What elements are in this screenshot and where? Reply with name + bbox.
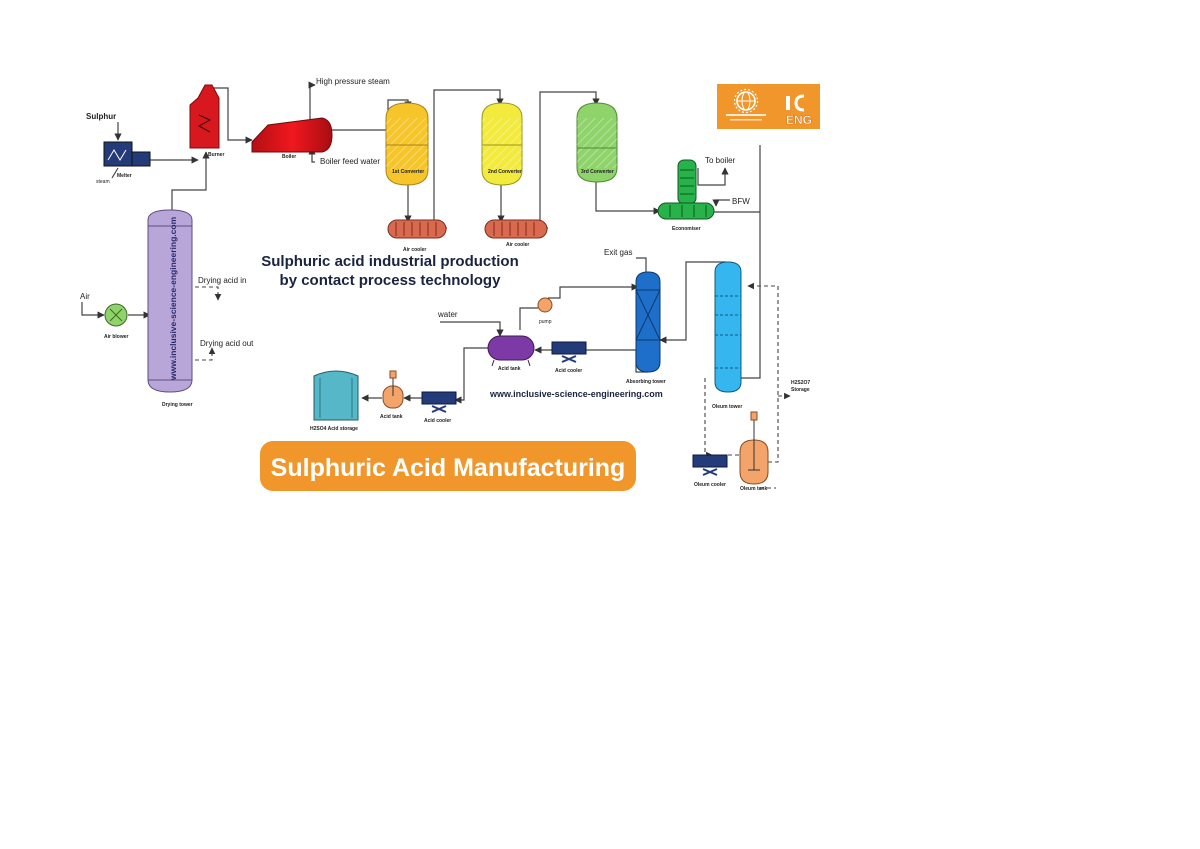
brand-logo: ENG <box>717 84 820 129</box>
label-converter-2: 2nd Converter <box>488 169 522 175</box>
label-sulphur: Sulphur <box>86 112 116 121</box>
air-cooler-2 <box>484 219 548 239</box>
air-blower <box>104 303 128 327</box>
label-burner: Burner <box>208 152 224 158</box>
absorbing-tower <box>635 271 661 373</box>
air-cooler-1 <box>387 219 447 239</box>
label-acid-tank-low: Acid tank <box>380 414 403 420</box>
label-to-boiler: To boiler <box>705 156 736 165</box>
melter <box>103 141 151 167</box>
label-acid-cooler-mid: Acid cooler <box>555 368 582 374</box>
economiser <box>657 159 715 220</box>
label-economiser: Economiser <box>672 226 701 232</box>
label-air-cooler-1: Air cooler <box>403 247 426 253</box>
label-converter-3: 3rd Converter <box>581 169 614 175</box>
label-storage: Storage <box>791 387 810 393</box>
label-air-cooler-2: Air cooler <box>506 242 529 248</box>
label-drying-acid-out: Drying acid out <box>200 339 254 348</box>
label-water: water <box>437 310 458 319</box>
pump <box>537 297 553 313</box>
label-steam: steam <box>96 179 110 185</box>
label-absorbing-tower: Absorbing tower <box>626 379 666 385</box>
label-exit-gas: Exit gas <box>604 248 632 257</box>
label-air: Air <box>80 292 90 301</box>
label-acid-cooler-low: Acid cooler <box>424 418 451 424</box>
acid-tank-low <box>382 370 404 409</box>
label-acid-tank-mid: Acid tank <box>498 366 521 372</box>
equipment-labels: Sulphur steam Melter Burner Boiler High … <box>80 77 810 492</box>
drying-tower <box>147 209 193 393</box>
banner: Sulphuric Acid Manufacturing <box>260 441 636 491</box>
label-oleum-tank: Oleum tank <box>740 486 767 492</box>
banner-text: Sulphuric Acid Manufacturing <box>271 454 626 482</box>
logo-text: ENG <box>786 113 812 127</box>
label-air-blower: Air blower <box>104 334 129 340</box>
converter-1 <box>385 102 429 186</box>
acid-cooler-mid <box>551 341 587 363</box>
label-drying-tower: Drying tower <box>162 402 193 408</box>
label-oleum-cooler: Oleum cooler <box>694 482 726 488</box>
label-boiler-feed: Boiler feed water <box>320 157 380 166</box>
h2so4-storage-tank <box>313 370 359 421</box>
acid-tank-mid <box>487 335 535 367</box>
oleum-cooler <box>692 454 728 476</box>
boiler <box>251 117 333 153</box>
label-h2so4-storage: H2SO4 Acid storage <box>310 426 358 432</box>
converter-2 <box>481 102 523 186</box>
label-h2s2o7: H2S2O7 <box>791 380 810 386</box>
oleum-tower <box>714 261 742 393</box>
label-drying-acid-in: Drying acid in <box>198 276 246 285</box>
horizontal-watermark: www.inclusive-science-engineering.com <box>489 389 663 399</box>
label-pump: pump <box>539 319 552 325</box>
label-converter-1: 1st Converter <box>392 169 424 175</box>
label-bfw: BFW <box>732 197 750 206</box>
globe-gear-icon <box>733 88 759 114</box>
converter-3 <box>576 102 618 183</box>
label-boiler: Boiler <box>282 154 296 160</box>
label-oleum-tower: Oleum tower <box>712 404 742 410</box>
label-melter: Melter <box>117 173 132 179</box>
diagram-title-line1: Sulphuric acid industrial production <box>261 253 519 270</box>
oleum-tank <box>739 411 769 485</box>
vertical-watermark: www.inclusive-science-engineering.com <box>168 216 178 381</box>
label-hp-steam: High pressure steam <box>316 77 390 86</box>
burner <box>189 84 220 149</box>
diagram-title-line2: by contact process technology <box>280 272 502 289</box>
acid-cooler-low <box>421 391 457 413</box>
